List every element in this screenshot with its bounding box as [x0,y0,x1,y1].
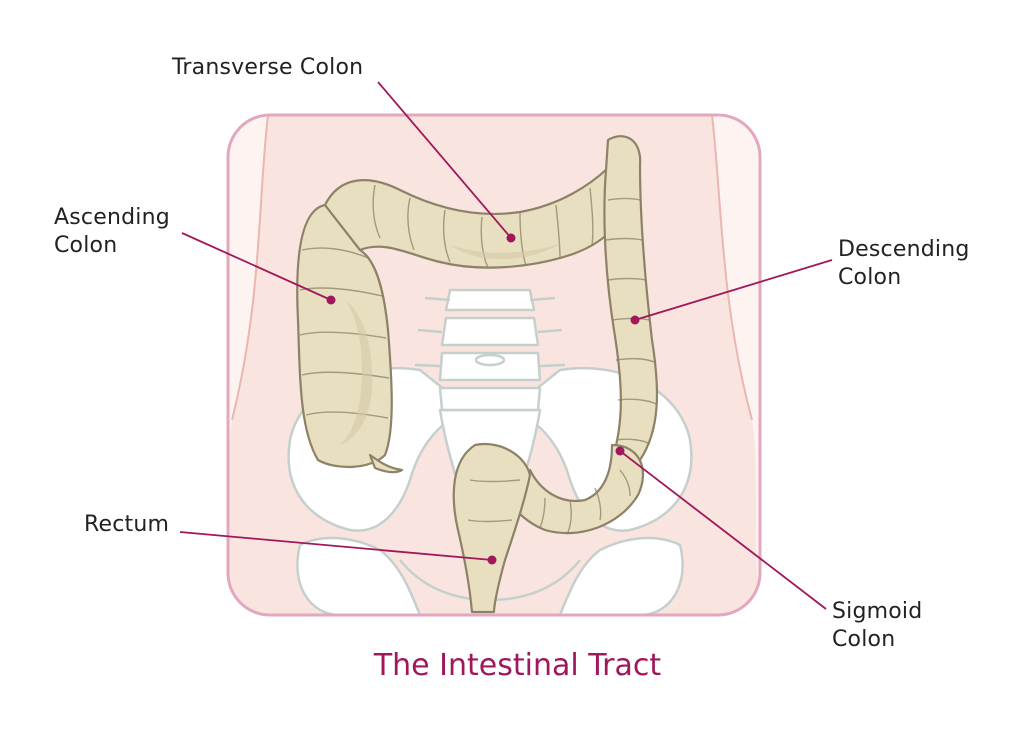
label-ascending-colon: Ascending Colon [54,204,170,260]
label-sigmoid-line2: Colon [832,627,896,652]
leader-transverse [377,81,512,239]
dot-ascending [326,295,336,305]
label-sigmoid-colon: Sigmoid Colon [832,598,922,654]
label-rectum-text: Rectum [84,512,170,537]
leader-descending [634,259,833,321]
dot-transverse [506,233,516,243]
dot-descending [630,315,640,325]
label-transverse-text: Transverse Colon [172,55,364,80]
label-sigmoid-line1: Sigmoid [832,599,923,624]
leader-ascending [181,232,332,301]
leader-rectum [179,531,493,561]
colon-haustra [299,184,657,533]
colon [296,135,659,614]
label-ascending-line1: Ascending [54,205,170,230]
diagram-frame [226,113,762,617]
leader-sigmoid [619,450,827,610]
label-ascending-line2: Colon [54,233,118,258]
colon-shading [340,244,560,445]
label-descending-colon: Descending Colon [838,236,970,292]
leader-dots [326,233,640,565]
label-descending-line1: Descending [838,237,970,262]
dot-sigmoid [615,446,625,456]
diagram-title: The Intestinal Tract [373,648,662,683]
label-descending-line2: Colon [838,265,902,290]
leader-lines [179,81,833,610]
dot-rectum [487,555,497,565]
label-transverse-colon: Transverse Colon [172,54,363,82]
label-rectum: Rectum [84,511,169,539]
